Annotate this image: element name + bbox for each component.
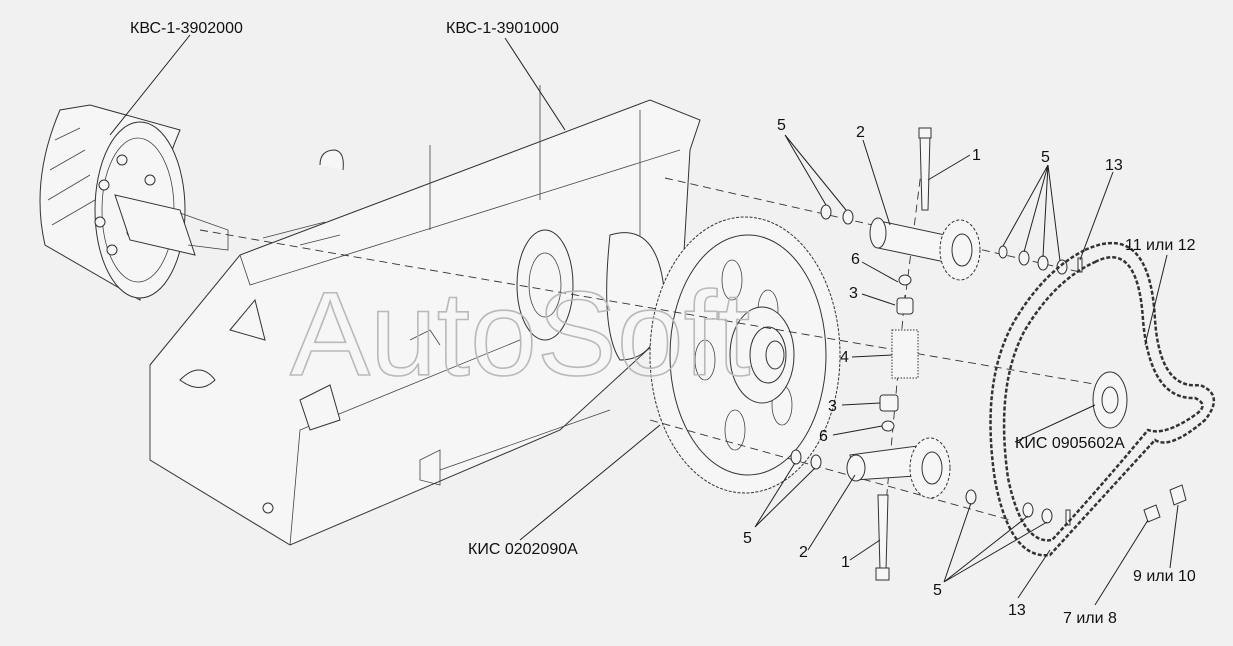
callout-nut-bottom: 6	[819, 428, 828, 445]
callout-offset-link: 9 или 10	[1133, 568, 1196, 585]
callout-washer-top-left: 5	[777, 117, 786, 134]
callout-washers-top-right: 5	[1041, 149, 1050, 166]
gearbox-housing-drawing	[149, 85, 701, 546]
roller-chain-drawing	[989, 241, 1215, 557]
callout-bolt-bottom: 1	[841, 554, 850, 571]
callout-nut-top: 6	[851, 251, 860, 268]
callout-chain: 11 или 12	[1125, 237, 1196, 254]
callout-washer-bottom-left: 5	[743, 530, 752, 547]
callout-cotter-pin-top: 13	[1105, 157, 1123, 174]
callout-cotter-pin-bottom: 13	[1008, 602, 1026, 619]
callout-spacer-bottom: 3	[828, 398, 837, 415]
label-gearbox-housing: КВС-1-3901000	[446, 20, 559, 37]
label-shaft-assembly: КВС-1-3902000	[130, 20, 243, 37]
callout-spring: 4	[840, 349, 849, 366]
callout-bolt-top: 1	[972, 147, 981, 164]
shaft-assembly-drawing	[39, 104, 229, 301]
callout-tensioner-arm-bottom: 2	[799, 544, 808, 561]
large-sprocket-drawing	[649, 216, 841, 494]
label-large-sprocket: КИС 0202090А	[468, 541, 578, 558]
callout-washers-bottom-right: 5	[933, 582, 942, 599]
callout-labels: КВС-1-3902000 КВС-1-3901000 КИС 0202090А…	[130, 20, 1196, 627]
label-drive-sprocket: КИС 0905602А	[1015, 435, 1125, 452]
callout-tensioner-arm-top: 2	[856, 124, 865, 141]
callout-spacer-top: 3	[849, 285, 858, 302]
lower-tensioner-drawing	[790, 437, 1071, 581]
leader-lines	[109, 34, 1179, 606]
callout-connecting-link: 7 или 8	[1063, 610, 1117, 627]
watermark-text: AutoSoft	[290, 267, 750, 401]
